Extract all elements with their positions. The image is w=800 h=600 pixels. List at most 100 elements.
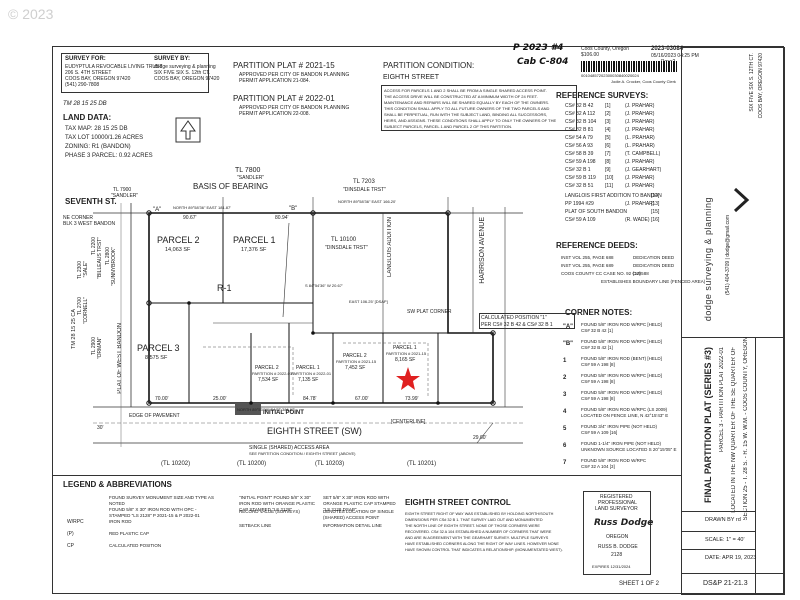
reference-deed-item: COOS COUNTY CC CASE NO. 92 CV0588 xyxy=(561,271,649,276)
label-corner-b: "B" xyxy=(289,206,298,212)
dimension-label: 80.94' xyxy=(275,215,289,221)
parcel-2-area: 14,063 SF xyxy=(165,247,191,253)
corner-note-reference: CS# 59 A 198 [8] xyxy=(581,396,615,401)
reference-survey-item: CS# 32 B 42 xyxy=(565,103,594,109)
reference-survey-item-index: [9] xyxy=(605,167,611,173)
legend-abbreviation: W/RPC xyxy=(67,519,84,525)
survey-by-line: dodge surveying & planning xyxy=(154,64,216,70)
bearing-label: NORTH 89°53'38" EAST 386.67' xyxy=(237,407,295,412)
corner-note-label: 5 xyxy=(563,426,567,432)
corner-note-text: FOUND 5/8" IRON ROD W/RPC xyxy=(581,458,647,463)
reference-survey-item-surveyor: (J. PRAHAR) xyxy=(625,103,655,109)
reference-survey-extra-index: [16] xyxy=(651,217,660,223)
calculated-position-box xyxy=(479,313,575,329)
recording-clerk: Jodie A. Crocker, Coos County Clerk xyxy=(611,79,676,84)
recording-handwritten-number: P 2023 #4 xyxy=(513,43,564,53)
corner-note-text: FOUND 5/8" IRON ROD W/RPC [HELD] xyxy=(581,322,662,327)
reference-survey-item-index: [10] xyxy=(605,175,614,181)
corner-note-label: 4 xyxy=(563,409,567,415)
title-block-divider xyxy=(681,549,755,550)
legend-item: FOUND 5/8" X 30" IRON ROD WITH OPC - STA… xyxy=(109,507,200,518)
label-corner-a: "A" xyxy=(153,207,162,213)
harrison-avenue-label: HARRISON AVENUE xyxy=(479,217,486,284)
plat-west-bandon-label: PLAT OF WEST BANDON xyxy=(117,323,123,394)
plat-sheet: SURVEY FOR: EUDYPTULA REVOCABLE LIVING T… xyxy=(52,43,785,595)
tl-2900-owner: "ORMAN" xyxy=(97,337,103,360)
partition-plat-2-title: PARTITION PLAT # 2022-01 xyxy=(233,94,335,103)
land-data-heading: LAND DATA: xyxy=(63,113,112,122)
reference-survey-extra-index: [15] xyxy=(651,209,660,215)
parcel-3-label: PARCEL 3 xyxy=(137,343,180,353)
legend-item: RED PLASTIC CAP xyxy=(109,531,150,536)
reference-survey-item-index: [1] xyxy=(605,103,611,109)
survey-for-line: EUDYPTULA REVOCABLE LIVING TRUST xyxy=(65,64,163,70)
eighth-street-label: EIGHTH STREET (SW) xyxy=(267,426,362,436)
reference-survey-extra: LANGLOIS FIRST ADDITION TO BANDON xyxy=(565,193,662,199)
plat-map xyxy=(93,197,523,447)
condition-line: SUBJECT PARCELS, PARCEL 1 AND PARCEL 2 O… xyxy=(384,124,513,129)
survey-for-line: 206 S. 4TH STREET xyxy=(65,70,112,76)
corner-note-text: FOUND 3/4" IRON PIPE (NOT HELD) xyxy=(581,424,658,429)
reference-deed-type: [12] xyxy=(633,271,641,276)
corner-note-label: 7 xyxy=(563,460,567,466)
legend-item: SET 5/8" X 30" IRON ROD WITH ORANGE PLAS… xyxy=(323,495,396,512)
control-line: THE NORTH LINE OF EIGHTH STREET. NONE OF… xyxy=(405,524,540,528)
partition-plat-1-title: PARTITION PLAT # 2021-15 xyxy=(233,61,335,70)
corner-note-label: 3 xyxy=(563,392,567,398)
tl-7800-label: TL 7800 xyxy=(235,167,261,174)
calculated-position-label: CALCULATED POSITION "1" xyxy=(481,315,547,321)
reference-survey-item: CS# 32 A 112 xyxy=(565,111,596,117)
reference-survey-item-surveyor: (J. PRAHAR) xyxy=(625,111,655,117)
basis-of-bearing-label: BASIS OF BEARING xyxy=(193,182,269,191)
langlois-addition-label: LANGLOIS ADDITION xyxy=(387,217,393,278)
control-line: AND ARE IN AGREEMENT WITH THE GEARHART S… xyxy=(405,536,549,540)
title-block-company: dodge surveying & planning xyxy=(703,197,713,322)
survey-by-heading: SURVEY BY: xyxy=(154,56,191,62)
tl-10200-label: (TL 10200) xyxy=(237,461,267,467)
title-block-divider xyxy=(681,531,755,532)
partition-2022-parcel-2-area: 7,534 SF xyxy=(258,377,279,383)
recording-doc-number: 2023-03084 xyxy=(651,46,684,52)
access-area-note-2: SEE PARTITION CONDITION / EIGHTH STREET … xyxy=(249,451,356,456)
partition-condition-heading: PARTITION CONDITION: xyxy=(383,61,475,70)
legend-item: RECORD VALUE (SURVEYS) xyxy=(239,509,300,514)
tl-2700-owner: "CORNELL" xyxy=(83,297,89,325)
corner-note-text: FOUND 5/8" IRON ROD W/RPC [HELD] xyxy=(581,390,662,395)
land-data-line: TAX LOT 10000/1.26 ACRES xyxy=(65,135,144,141)
reference-survey-extra: PP 1994 #29 xyxy=(565,201,594,207)
reference-survey-item: CS# 32 B 1 xyxy=(565,167,591,173)
condition-street: EIGHTH STREET xyxy=(383,74,440,81)
reference-survey-item-index: [4] xyxy=(605,127,611,133)
survey-for-line: (541) 290-7808 xyxy=(65,82,100,88)
surveyor-stamp: REGISTERED PROFESSIONAL LAND SURVEYOR Ru… xyxy=(583,491,653,575)
title-block-main: FINAL PARTITION PLAT (SERIES #3) xyxy=(703,347,713,504)
parcel-1-area: 17,376 SF xyxy=(241,247,267,253)
sw-plat-corner-label: SW PLAT CORNER xyxy=(407,309,452,315)
partition-plat-1-line: APPROVED PER CITY OF BANDON PLANNING xyxy=(239,72,350,78)
reference-survey-extra: PLAT OF SOUTH BANDON xyxy=(565,209,628,215)
legend-heading: LEGEND & ABBREVIATIONS xyxy=(63,480,172,489)
reference-survey-item-index: [8] xyxy=(605,159,611,165)
reference-survey-extra: CS# 59 A 109 xyxy=(565,217,596,223)
title-block-date: DATE: APR 19, 2023 xyxy=(705,555,757,561)
corner-note-label: 2 xyxy=(563,375,567,381)
recording-date: 05/16/2023 04:25 PM xyxy=(651,53,699,59)
reference-survey-item-index: [3] xyxy=(605,119,611,125)
control-line: DIMENSIONS PER CS# 32 B 1. THAT SURVEY L… xyxy=(405,518,543,522)
survey-for-heading: SURVEY FOR: xyxy=(65,56,106,62)
stamp-name: RUSS B. DODGE xyxy=(598,544,638,550)
control-line: RECOVERED. CS# 32 A 104 ESTABLISHED A NU… xyxy=(405,530,552,534)
control-line: EIGHTH STREET RIGHT OF WAY WAS ESTABLISH… xyxy=(405,512,554,516)
tl-10100-label: TL 10100 xyxy=(331,237,357,243)
centerline-label: [CENTERLINE] xyxy=(391,419,426,425)
reference-deed-item: INST VOL 255, PAGE 688 xyxy=(561,255,614,260)
dimension-label: 90.67' xyxy=(183,215,197,221)
survey-by-line: COOS BAY, OREGON 97420 xyxy=(154,76,220,82)
legend-abbreviation: CP xyxy=(67,543,74,549)
partition-2021-parcel-1: PARCEL 1 xyxy=(393,345,417,351)
corner-notes-heading: CORNER NOTES: xyxy=(565,308,633,317)
land-data-line: PHASE 3 PARCEL: 0.92 ACRES xyxy=(65,153,153,159)
copyright-watermark: © 2023 xyxy=(8,6,54,22)
tl-7900-label: TL 7900 xyxy=(113,187,132,193)
tl-10100-owner: "DINSDALE TRST" xyxy=(325,245,368,251)
